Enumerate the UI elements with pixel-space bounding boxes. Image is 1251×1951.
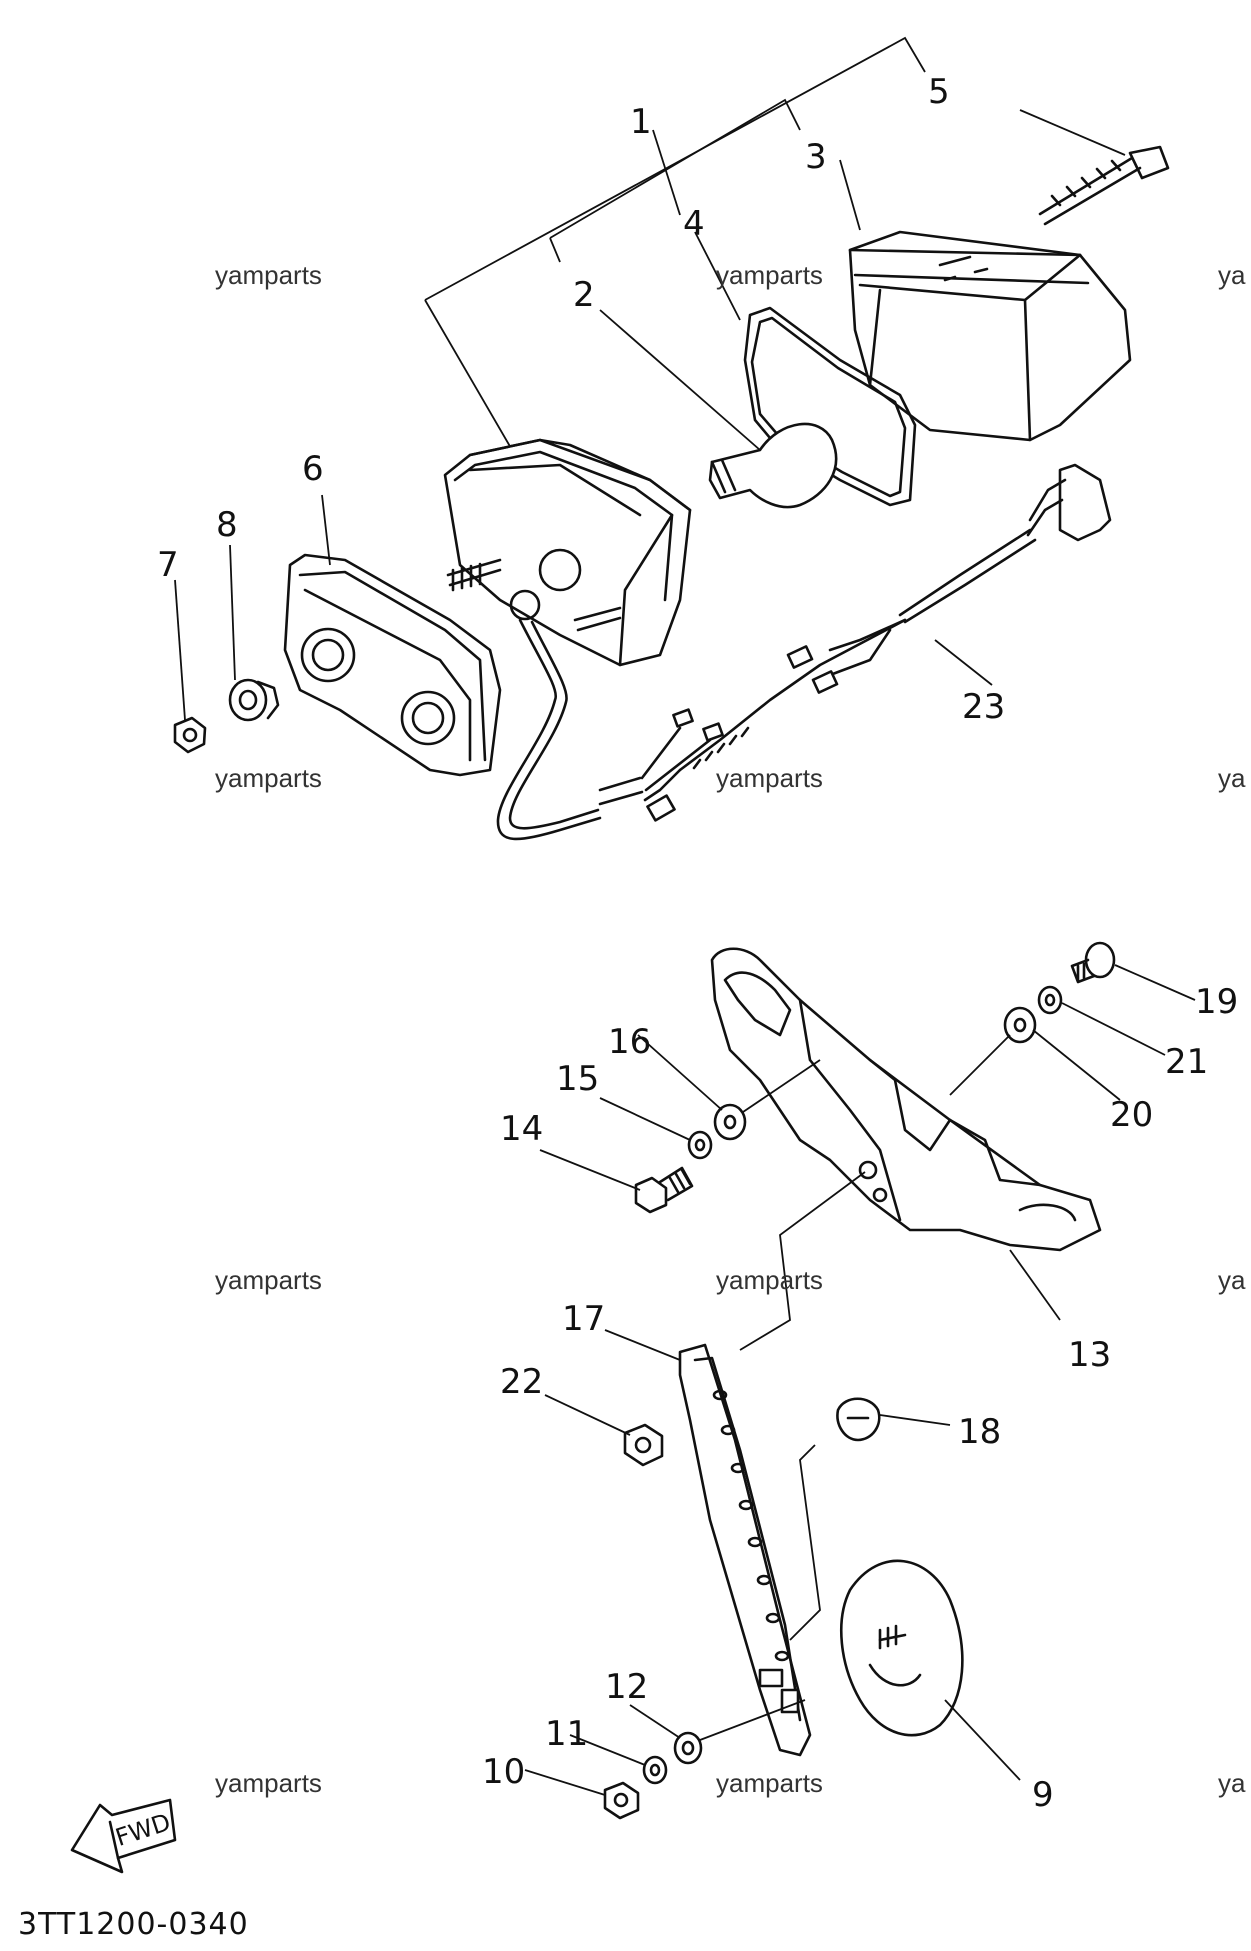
part-19-bolt xyxy=(1070,941,1116,984)
part-8-collar xyxy=(228,678,280,722)
part-16-washer xyxy=(713,1103,747,1141)
callout-23: 23 xyxy=(962,687,1006,727)
watermark-text: yamparts xyxy=(716,763,823,793)
part-23-wire-harness xyxy=(643,463,1112,822)
callout-12: 12 xyxy=(605,1667,649,1707)
part-15-lock-washer xyxy=(687,1130,713,1160)
callout-9: 9 xyxy=(1032,1775,1054,1815)
callout-4: 4 xyxy=(683,204,705,244)
part-22-nut xyxy=(623,1423,664,1467)
callout-22: 22 xyxy=(500,1362,544,1402)
grouping-bracket-lines xyxy=(424,36,926,456)
fwd-arrow-icon xyxy=(70,1798,177,1874)
watermark-text-clipped: ya xyxy=(1218,1265,1246,1295)
part-5-screw xyxy=(1038,145,1170,226)
callout-8: 8 xyxy=(216,505,238,545)
part-9-reflector xyxy=(840,1559,964,1737)
part-18-grommet xyxy=(836,1397,881,1442)
callout-20: 20 xyxy=(1110,1095,1154,1135)
part-4-gasket xyxy=(743,306,917,507)
part-10-nut xyxy=(603,1781,640,1820)
callout-1: 1 xyxy=(630,102,652,142)
part-6-base-plate xyxy=(283,553,502,777)
part-3-lens xyxy=(848,230,1132,442)
watermark-text: yamparts xyxy=(716,260,823,290)
upper-leader-lines xyxy=(174,109,1126,721)
watermark-text: yamparts xyxy=(215,260,322,290)
part-20-washer xyxy=(1003,1006,1037,1044)
part-21-lock-washer xyxy=(1037,985,1063,1015)
part-14-bolt xyxy=(634,1166,694,1214)
callout-17: 17 xyxy=(562,1299,606,1339)
callout-2: 2 xyxy=(573,275,595,315)
watermark-text: yamparts xyxy=(215,763,322,793)
callout-11: 11 xyxy=(545,1714,589,1754)
part-7-nut xyxy=(173,716,207,754)
watermark-text-clipped: ya xyxy=(1218,1768,1246,1798)
callout-14: 14 xyxy=(500,1109,544,1149)
callout-15: 15 xyxy=(556,1059,600,1099)
part-17-plate-stay xyxy=(678,1343,812,1757)
part-11-lock-washer xyxy=(642,1755,668,1785)
callout-21: 21 xyxy=(1165,1042,1209,1082)
part-2-bulb xyxy=(708,422,838,509)
callout-3: 3 xyxy=(805,137,827,177)
housing-wire xyxy=(496,618,724,841)
part-12-washer xyxy=(673,1731,703,1765)
callout-10: 10 xyxy=(482,1752,526,1792)
watermark-text: yamparts xyxy=(215,1265,322,1295)
callout-7: 7 xyxy=(157,545,179,585)
watermark-text-clipped: ya xyxy=(1218,260,1246,290)
callout-18: 18 xyxy=(958,1412,1002,1452)
callout-16: 16 xyxy=(608,1022,652,1062)
watermark-text: yamparts xyxy=(215,1768,322,1798)
lower-leader-lines xyxy=(524,964,1196,1796)
diagram-code: 3TT1200-0340 xyxy=(18,1907,249,1942)
part-13-bracket xyxy=(710,947,1102,1252)
callout-5: 5 xyxy=(928,72,950,112)
watermark-text-clipped: ya xyxy=(1218,763,1246,793)
watermark-text: yamparts xyxy=(716,1265,823,1295)
watermark-text: yamparts xyxy=(716,1768,823,1798)
callout-13: 13 xyxy=(1068,1335,1112,1375)
tail-light-housing xyxy=(443,438,692,667)
callout-19: 19 xyxy=(1195,982,1239,1022)
callout-6: 6 xyxy=(302,449,324,489)
